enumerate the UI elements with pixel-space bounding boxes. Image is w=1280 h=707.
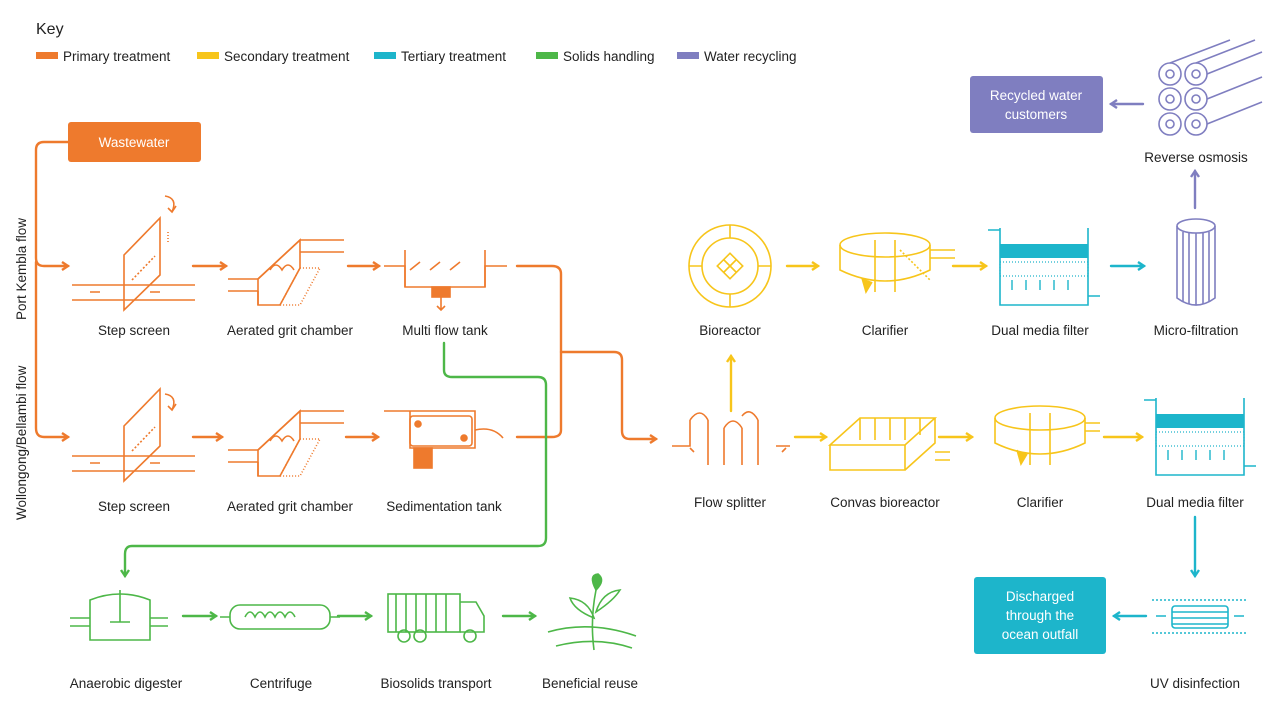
label-convas-bioreactor: Convas bioreactor [830, 495, 940, 510]
recycled-water-customers-box: Recycled water customers [970, 76, 1103, 133]
stage-labels: Step screen Aerated grit chamber Multi f… [70, 150, 1248, 691]
label-bioreactor: Bioreactor [699, 323, 761, 338]
label-sedimentation-tank: Sedimentation tank [386, 499, 502, 514]
legend-label-secondary: Secondary treatment [224, 49, 350, 64]
anaerobic-digester-icon [70, 590, 168, 641]
port-kembla-flow-label: Port Kembla flow [14, 218, 29, 320]
label-dual-media-top: Dual media filter [991, 323, 1089, 338]
micro-filtration-icon [1176, 218, 1216, 306]
bioreactor-icon [688, 224, 772, 308]
label-centrifuge: Centrifuge [250, 676, 312, 691]
step-screen-bottom-icon [72, 387, 195, 483]
label-reverse-osmosis: Reverse osmosis [1144, 150, 1248, 165]
key-title: Key [36, 21, 64, 38]
uv-disinfection-icon [1152, 599, 1248, 634]
label-uv-disinfection: UV disinfection [1150, 676, 1240, 691]
legend-swatch-secondary [197, 52, 219, 59]
arrow-to-flow-splitter [559, 350, 659, 444]
legend-secondary: Secondary treatment [197, 49, 350, 64]
convas-bioreactor-icon [827, 417, 950, 471]
label-step-screen-top: Step screen [98, 323, 170, 338]
discharged-label-line3: ocean outfall [1002, 627, 1079, 642]
multi-flow-tank-icon [384, 250, 507, 312]
reverse-osmosis-icon [1158, 39, 1263, 136]
label-biosolids-transport: Biosolids transport [380, 676, 491, 691]
biosolids-transport-icon [387, 593, 485, 643]
discharged-label-line1: Discharged [1006, 589, 1074, 604]
legend-primary: Primary treatment [36, 49, 171, 64]
key-legend: Key Primary treatment Secondary treatmen… [36, 21, 797, 64]
label-step-screen-bottom: Step screen [98, 499, 170, 514]
legend-label-primary: Primary treatment [63, 49, 171, 64]
legend-swatch-primary [36, 52, 58, 59]
label-anaerobic-digester: Anaerobic digester [70, 676, 183, 691]
discharged-ocean-outfall-box: Discharged through the ocean outfall [974, 577, 1106, 654]
wastewater-to-bottom-line [34, 260, 71, 442]
legend-swatch-recycling [677, 52, 699, 59]
legend-label-solids: Solids handling [563, 49, 655, 64]
label-dual-media-bottom: Dual media filter [1146, 495, 1244, 510]
label-grit-bottom: Aerated grit chamber [227, 499, 354, 514]
wastewater-to-top-line [34, 140, 71, 271]
label-flow-splitter: Flow splitter [694, 495, 767, 510]
legend-label-tertiary: Tertiary treatment [401, 49, 506, 64]
dual-media-filter-top-icon [988, 228, 1100, 306]
merge-line [515, 264, 563, 439]
beneficial-reuse-icon [547, 573, 637, 651]
legend-swatch-solids [536, 52, 558, 59]
label-grit-top: Aerated grit chamber [227, 323, 354, 338]
label-micro-filtration: Micro-filtration [1154, 323, 1239, 338]
label-clarifier-top: Clarifier [862, 323, 909, 338]
clarifier-top-icon [839, 232, 955, 294]
discharged-label-line2: through the [1006, 608, 1074, 623]
aerated-grit-chamber-top-icon [228, 238, 344, 306]
flow-connectors [34, 99, 1200, 621]
label-beneficial-reuse: Beneficial reuse [542, 676, 638, 691]
solids-line [120, 341, 548, 579]
centrifuge-icon [220, 604, 340, 630]
sedimentation-tank-icon [384, 410, 504, 469]
dual-media-filter-bottom-icon [1144, 398, 1256, 476]
label-clarifier-bottom: Clarifier [1017, 495, 1064, 510]
aerated-grit-chamber-bottom-icon [228, 409, 344, 477]
recycled-label-line1: Recycled water [990, 88, 1083, 103]
wastewater-label: Wastewater [99, 135, 170, 150]
step-screen-top-icon [72, 195, 195, 312]
clarifier-bottom-icon [994, 405, 1100, 466]
wollongong-flow-label: Wollongong/Bellambi flow [14, 365, 29, 520]
legend-recycling: Water recycling [677, 49, 797, 64]
legend-tertiary: Tertiary treatment [374, 49, 506, 64]
legend-solids: Solids handling [536, 49, 655, 64]
wastewater-box: Wastewater [68, 122, 201, 162]
flow-splitter-icon [672, 411, 790, 465]
label-multi-flow-tank: Multi flow tank [402, 323, 488, 338]
legend-swatch-tertiary [374, 52, 396, 59]
recycled-label-line2: customers [1005, 107, 1068, 122]
legend-label-recycling: Water recycling [704, 49, 797, 64]
